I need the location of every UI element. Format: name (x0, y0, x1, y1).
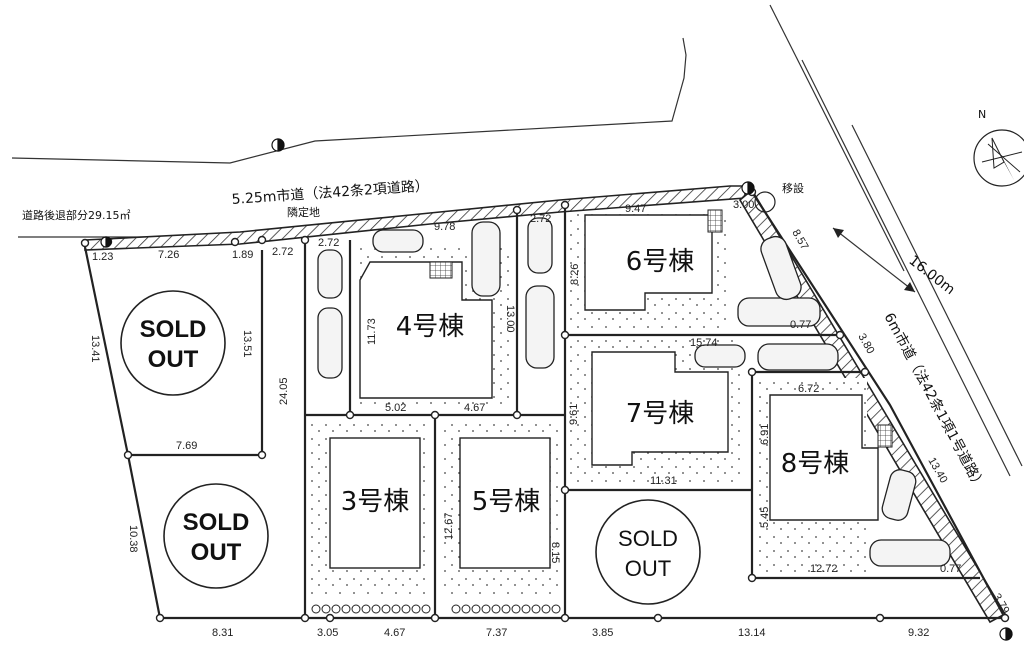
setback-label: 道路後退部分29.15㎡ (22, 208, 131, 222)
lot-outline-west-top (83, 246, 264, 457)
dim: 12.67 (443, 512, 455, 540)
dim: 3.05 (317, 627, 338, 639)
boundary-mark-label: 隣定地 (287, 205, 320, 219)
parking-cars (317, 217, 951, 567)
dim: 12.72 (810, 563, 838, 575)
dim: 2.72 (318, 237, 339, 249)
car (737, 297, 821, 327)
stair-6 (707, 209, 723, 233)
dim: 1.23 (92, 251, 113, 263)
sold-out-b-line2: OUT (191, 539, 242, 566)
dim: 8.57 (789, 228, 810, 253)
sold-out-c-line1: SOLD (618, 526, 678, 551)
dim: 7.26 (158, 249, 179, 261)
dim: 11.73 (366, 318, 378, 345)
dim: 13.51 (241, 330, 253, 358)
road-width-arrowhead-1 (833, 228, 844, 238)
dimension-labels: 1.23 7.26 1.89 2.72 2.72 9.78 2.72 9.47 … (89, 199, 1012, 639)
dim: 7.37 (486, 627, 507, 639)
north-arrow-icon (973, 129, 1024, 187)
sold-out-badge-b: SOLD OUT (163, 483, 269, 589)
neighbor-boundary-line (11, 37, 687, 164)
boundary-markers (100, 138, 1013, 641)
dim: 4.67 (384, 627, 405, 639)
car (757, 343, 839, 371)
car (525, 285, 555, 369)
sold-out-b-line1: SOLD (183, 509, 250, 536)
road-width-arrow (832, 227, 916, 293)
dim: 6.72 (798, 383, 819, 395)
dim: 3.00 (733, 199, 754, 211)
dim: 6.91 (759, 424, 771, 445)
building-8-label: 8号棟 (781, 449, 850, 479)
car (317, 249, 343, 299)
dim: 13.00 (504, 305, 516, 333)
dim: 9.78 (434, 221, 455, 233)
north-label: N (978, 108, 986, 121)
stair-4 (429, 261, 453, 279)
dim: 9.61 (568, 404, 580, 425)
car (694, 344, 746, 368)
east-road-edge-1 (769, 4, 905, 272)
sold-out-badge-a: SOLD OUT (120, 290, 226, 396)
building-7-label: 7号棟 (626, 399, 695, 429)
relocate-label: 移設 (782, 181, 804, 195)
dim: 10.38 (127, 525, 139, 553)
dim: 13.14 (738, 627, 766, 639)
dim: 0.77 (940, 563, 961, 575)
stair-8 (877, 424, 893, 448)
dim: 3.85 (592, 627, 613, 639)
dim: 4.67 (464, 402, 485, 414)
house-3 (329, 437, 421, 569)
sold-out-a-line2: OUT (148, 346, 199, 373)
dim: 2.72 (530, 213, 551, 225)
east-road-edge-2 (801, 59, 1011, 477)
building-3-label: 3号棟 (341, 487, 410, 517)
dim: 3.80 (855, 332, 876, 357)
sold-out-c-line2: OUT (625, 556, 671, 581)
dim: 7.69 (176, 440, 197, 452)
building-4-label: 4号棟 (396, 312, 465, 342)
dim: 1.89 (232, 249, 253, 261)
house-5 (459, 437, 551, 569)
car (317, 307, 343, 379)
house-8 (769, 394, 879, 521)
dim: 13.41 (89, 335, 101, 363)
sold-out-a-line1: SOLD (140, 316, 207, 343)
dim: 5.45 (759, 507, 771, 528)
dim: 11.31 (650, 475, 677, 487)
car (760, 235, 802, 301)
house-7 (591, 351, 729, 466)
car (471, 221, 501, 297)
car (881, 469, 917, 521)
building-6-label: 6号棟 (626, 247, 695, 277)
dim: 8.15 (549, 542, 561, 563)
dim: 5.02 (385, 402, 406, 414)
dim: 0.77 (790, 319, 811, 331)
east-road-edge-3 (851, 124, 1023, 467)
dim: 8.31 (212, 627, 233, 639)
dim: 8.26 (569, 264, 581, 285)
car (527, 217, 553, 274)
relocate-marker (754, 191, 776, 213)
dim: 13.40 (925, 456, 949, 486)
dim: 24.05 (278, 377, 290, 405)
road-width-arrowhead-2 (904, 282, 915, 292)
dim: 15.74 (690, 337, 718, 349)
building-5-label: 5号棟 (472, 487, 541, 517)
dim: 9.32 (908, 627, 929, 639)
car (869, 539, 951, 567)
dim: 2.72 (272, 246, 293, 258)
dim: 9.47 (625, 203, 646, 215)
sold-out-badge-c: SOLD OUT (595, 499, 701, 605)
house-4 (359, 261, 493, 399)
car (372, 229, 424, 253)
north-road-label: 5.25m市道（法42条2項道路） (231, 177, 429, 208)
shrubs (311, 604, 561, 614)
